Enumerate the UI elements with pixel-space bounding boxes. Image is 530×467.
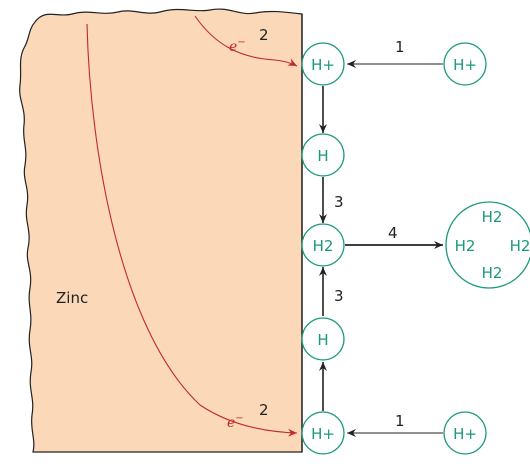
h-atom-upper: H <box>301 133 345 177</box>
svg-text:H2: H2 <box>482 208 503 226</box>
svg-text:H2: H2 <box>455 237 476 255</box>
step-label-bottom-adsorption: 1 <box>395 412 405 430</box>
svg-text:H: H <box>317 331 328 349</box>
step-label-upper-combination: 3 <box>334 193 344 211</box>
h-ion-surface-top: H+ <box>301 42 345 86</box>
svg-text:H+: H+ <box>311 56 335 74</box>
svg-text:H: H <box>317 147 328 165</box>
svg-text:H2: H2 <box>482 264 503 282</box>
h-atom-lower: H <box>301 317 345 361</box>
svg-text:H+: H+ <box>453 425 477 443</box>
step-label-bottom-electron: 2 <box>259 401 269 419</box>
electron-label-top: e− <box>229 37 246 55</box>
step-label-top-electron: 2 <box>259 26 269 44</box>
step-label-top-adsorption: 1 <box>395 38 405 56</box>
h-ion-solution-bottom: H+ <box>443 411 487 455</box>
electron-path-bottom <box>86 23 298 437</box>
step-label-lower-combination: 3 <box>334 287 344 305</box>
h2-surface: H2 <box>301 223 345 267</box>
step-label-desorption: 4 <box>388 224 398 242</box>
svg-text:H2: H2 <box>313 237 334 255</box>
svg-text:H+: H+ <box>453 56 477 74</box>
electron-label-bottom: e− <box>227 413 244 431</box>
zinc-label: Zinc <box>56 289 88 307</box>
electron-path-top <box>194 15 298 67</box>
h-ion-solution-top: H+ <box>443 42 487 86</box>
h-ion-surface-bottom: H+ <box>301 411 345 455</box>
zinc-block <box>19 8 303 453</box>
h2-bubble: H2 H2 H2 H2 <box>445 201 530 289</box>
svg-text:H2: H2 <box>510 237 530 255</box>
svg-text:H+: H+ <box>311 425 335 443</box>
